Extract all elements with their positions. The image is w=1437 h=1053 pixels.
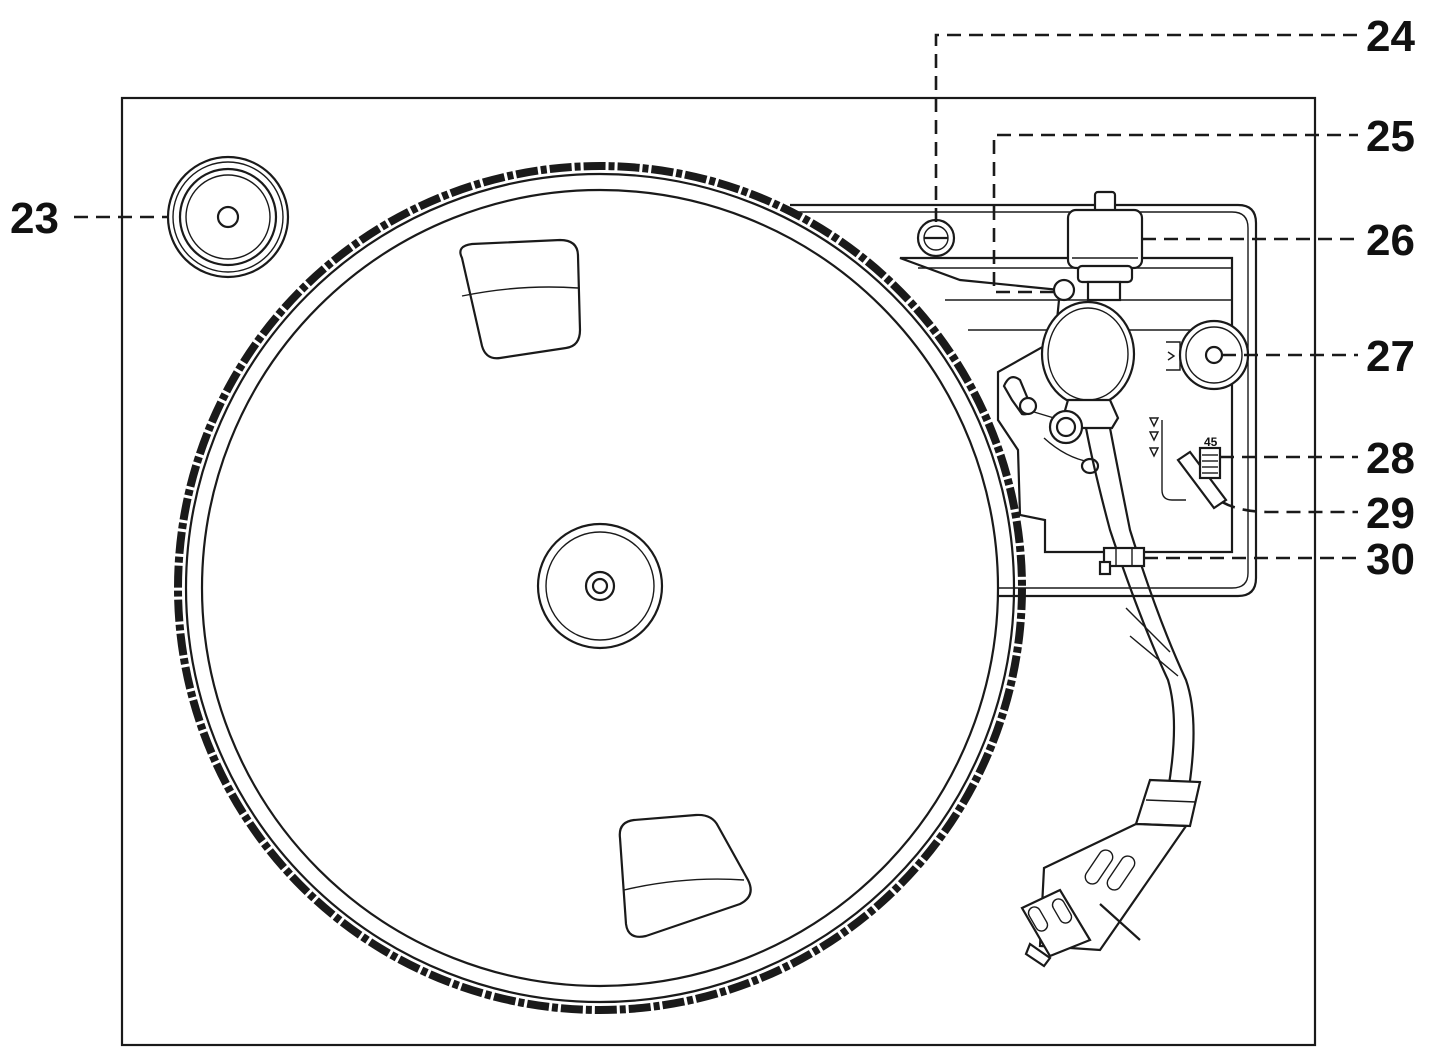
callout-24: 24 [1366,12,1415,61]
counterweight [1066,190,1144,302]
callout-25: 25 [1366,112,1415,161]
platter-rim [184,172,1016,1004]
spindle [591,577,609,595]
headshell [1020,778,1202,968]
platter-surface [200,188,1000,988]
tonearm-base-plate-inner [790,211,1249,589]
callout-26: 26 [1366,216,1415,265]
transport-screw [916,218,956,258]
speed-selector: 45 [1148,417,1228,510]
leader-24 [934,33,1358,222]
tonearm-pivot [1040,300,1136,430]
leader-25 [992,133,1358,294]
center-label-inner [545,531,655,641]
platter-pad-bottom [618,813,752,938]
leader-29 [1221,500,1358,514]
callout-30: 30 [1366,535,1415,584]
callout-28: 28 [1366,434,1415,483]
tonearm-base-plate [790,203,1258,598]
center-label-outer [536,522,664,650]
platter-outer-edge [174,162,1026,1014]
platter-pad-top [459,238,582,360]
anti-skate-knob [1052,278,1076,302]
callout-23: 23 [10,194,59,243]
arm-lift-lever [1002,376,1100,475]
tonearm [1084,427,1195,795]
callout-27: 27 [1366,332,1415,381]
speed-label-45: 45 [1204,435,1218,449]
callout-29: 29 [1366,489,1415,538]
spindle-ring [584,570,616,602]
